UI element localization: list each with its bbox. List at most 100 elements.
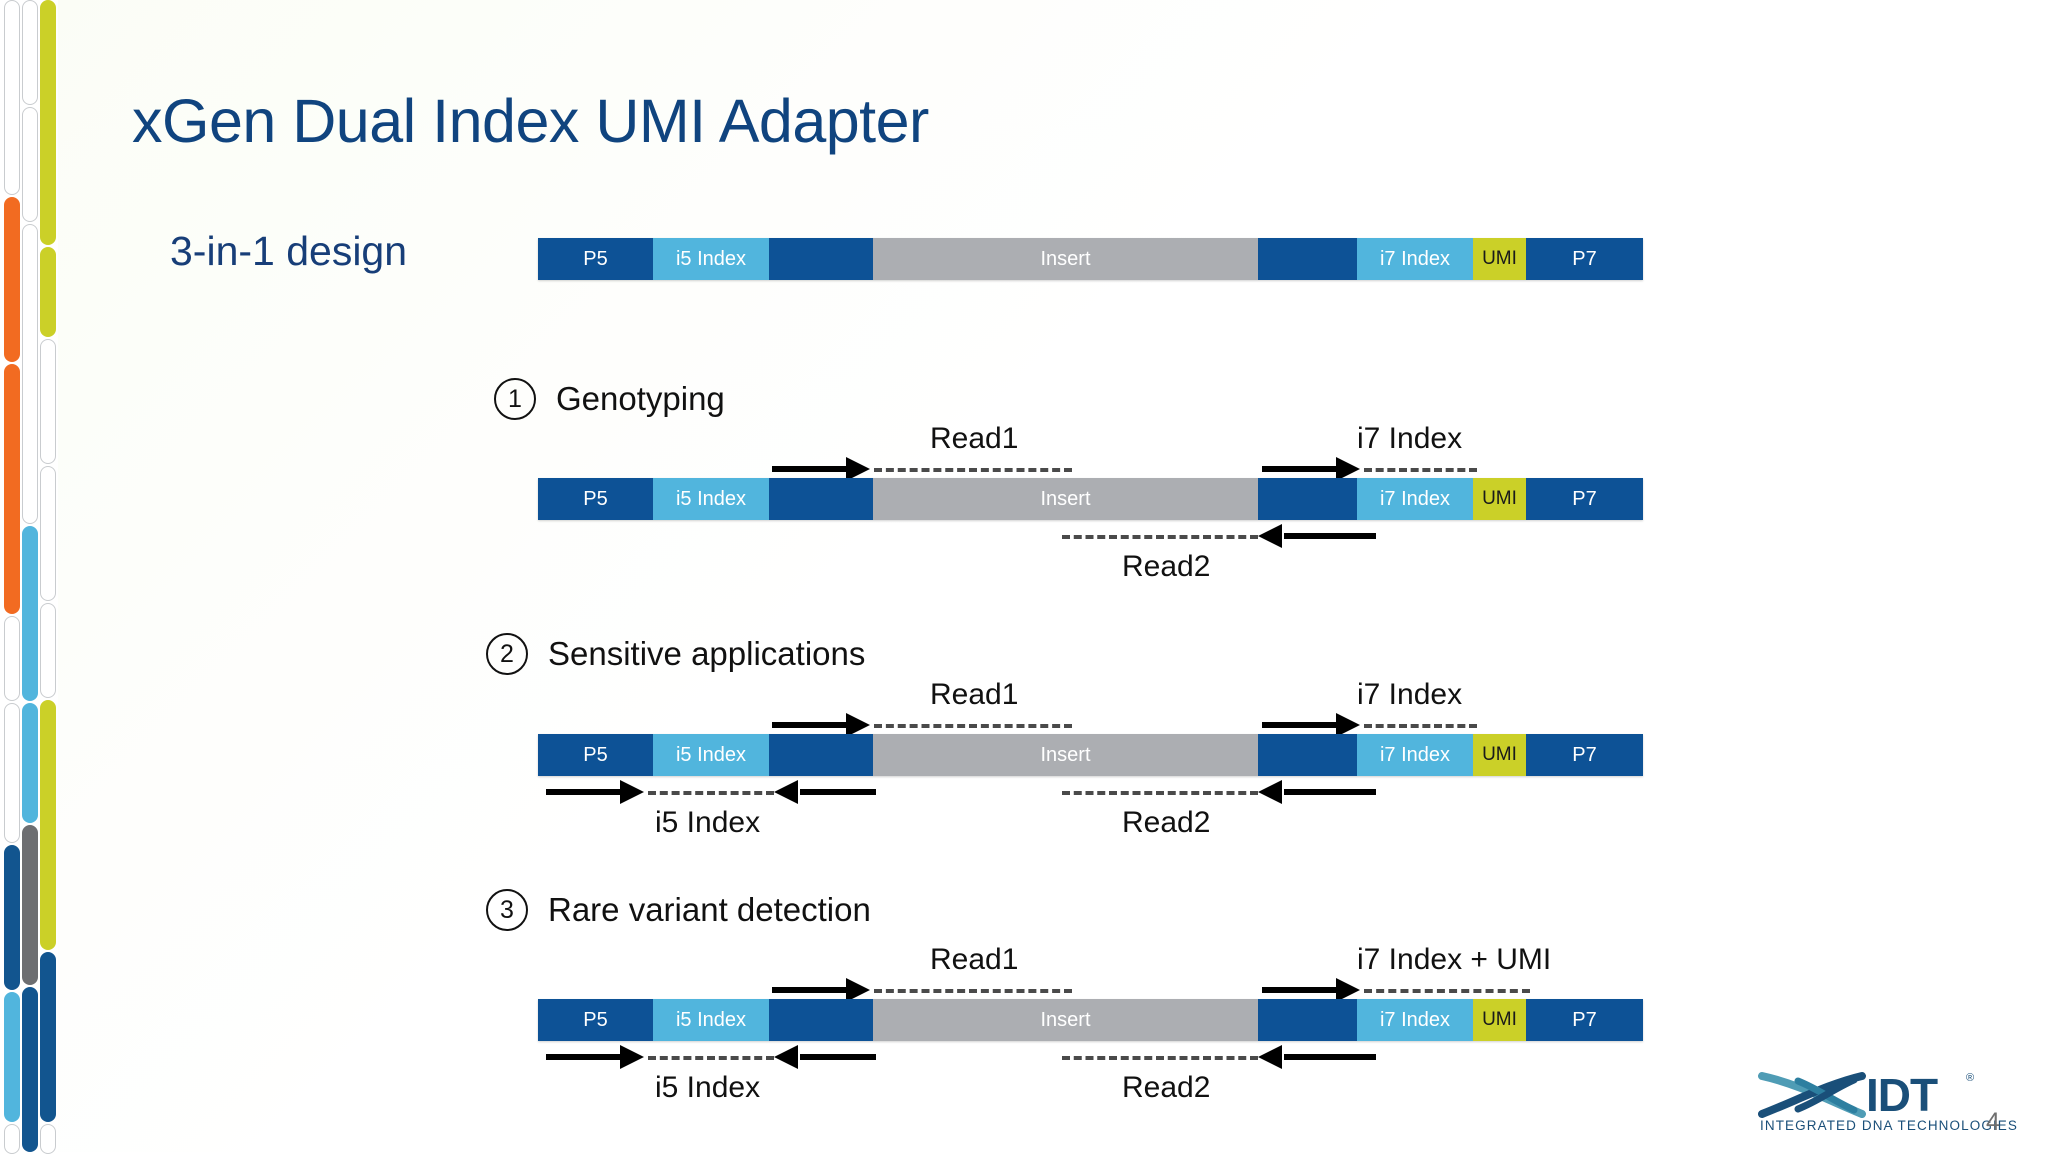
segment-i5-index: i5 Index bbox=[653, 734, 769, 776]
dna-capsule bbox=[22, 526, 38, 701]
segment-i5-index: i5 Index bbox=[653, 238, 769, 280]
step-3-read1-label: Read1 bbox=[930, 943, 1019, 976]
segment-spacer-left bbox=[769, 999, 873, 1041]
segment-p7: P7 bbox=[1526, 238, 1643, 280]
step-3-read1-arrow bbox=[772, 978, 1072, 1002]
segment-spacer-left bbox=[769, 734, 873, 776]
step-3-read2-label: Read2 bbox=[1122, 1071, 1211, 1104]
step-1-header: 1 Genotyping bbox=[494, 378, 725, 420]
segment-insert: Insert bbox=[873, 478, 1258, 520]
step-2-read2-arrow bbox=[1062, 780, 1376, 804]
adapter-bar-step-1: P5 i5 Index Insert i7 Index UMI P7 bbox=[538, 478, 1643, 520]
idt-logo-tagline: INTEGRATED DNA TECHNOLOGIES bbox=[1760, 1118, 2018, 1133]
segment-p7: P7 bbox=[1526, 734, 1643, 776]
adapter-bar-step-3: P5 i5 Index Insert i7 Index UMI P7 bbox=[538, 999, 1643, 1041]
step-3-number: 3 bbox=[486, 889, 528, 931]
segment-spacer-right bbox=[1258, 999, 1357, 1041]
dna-capsule bbox=[22, 0, 38, 105]
dna-capsule bbox=[4, 845, 20, 990]
step-2-i7-label: i7 Index bbox=[1357, 678, 1463, 711]
decorative-dna-strip bbox=[0, 0, 58, 1154]
step-3-i7-arrow bbox=[1262, 978, 1530, 1002]
idt-logo-wordmark: IDT bbox=[1866, 1069, 1938, 1121]
dna-capsule bbox=[4, 197, 20, 362]
step-2-number: 2 bbox=[486, 633, 528, 675]
step-1-read1-arrow bbox=[772, 457, 1072, 481]
dna-helix-icon bbox=[1758, 1072, 1866, 1118]
segment-insert: Insert bbox=[873, 999, 1258, 1041]
segment-umi: UMI bbox=[1473, 238, 1526, 280]
step-1-label: Genotyping bbox=[556, 380, 725, 417]
idt-logo: IDT ® INTEGRATED DNA TECHNOLOGIES bbox=[1758, 1069, 2017, 1133]
dna-capsule bbox=[40, 247, 56, 337]
adapter-bar-step-2: P5 i5 Index Insert i7 Index UMI P7 bbox=[538, 734, 1643, 776]
step-1-i7-arrow bbox=[1262, 457, 1477, 481]
segment-p7: P7 bbox=[1526, 478, 1643, 520]
segment-umi: UMI bbox=[1473, 478, 1526, 520]
segment-i7-index: i7 Index bbox=[1357, 478, 1473, 520]
segment-i7-index: i7 Index bbox=[1357, 238, 1473, 280]
dna-column-2 bbox=[22, 0, 38, 1152]
step-2-header: 2 Sensitive applications bbox=[486, 633, 865, 675]
dna-capsule bbox=[4, 616, 20, 701]
step-2-label: Sensitive applications bbox=[548, 635, 866, 672]
step-3-read2-arrow bbox=[1062, 1045, 1376, 1069]
step-3-i7-label: i7 Index + UMI bbox=[1357, 943, 1552, 976]
step-2-read1-arrow bbox=[772, 713, 1072, 737]
segment-i5-index: i5 Index bbox=[653, 999, 769, 1041]
segment-spacer-left bbox=[769, 238, 873, 280]
dna-capsule bbox=[22, 825, 38, 985]
step-1-read2-arrow bbox=[1062, 524, 1376, 548]
segment-i7-index: i7 Index bbox=[1357, 734, 1473, 776]
segment-p5: P5 bbox=[538, 238, 653, 280]
dna-column-3 bbox=[40, 0, 56, 1154]
step-1-number: 1 bbox=[494, 378, 536, 420]
segment-i5-index: i5 Index bbox=[653, 478, 769, 520]
step-3-label: Rare variant detection bbox=[548, 891, 871, 928]
dna-capsule bbox=[4, 364, 20, 614]
step-1-i7-label: i7 Index bbox=[1357, 422, 1463, 455]
segment-umi: UMI bbox=[1473, 734, 1526, 776]
step-2-read1-label: Read1 bbox=[930, 678, 1019, 711]
segment-spacer-right bbox=[1258, 478, 1357, 520]
dna-capsule bbox=[40, 1124, 56, 1154]
step-3-i5-arrow bbox=[546, 1045, 876, 1069]
registered-mark-icon: ® bbox=[1966, 1072, 1975, 1084]
step-2-i7-arrow bbox=[1262, 713, 1477, 737]
step-2-i5-label: i5 Index bbox=[655, 806, 761, 839]
segment-insert: Insert bbox=[873, 734, 1258, 776]
step-3-i5-label: i5 Index bbox=[655, 1071, 761, 1104]
dna-capsule bbox=[4, 1124, 20, 1154]
dna-capsule bbox=[40, 466, 56, 601]
segment-p5: P5 bbox=[538, 999, 653, 1041]
segment-insert: Insert bbox=[873, 238, 1258, 280]
step-1-read2-label: Read2 bbox=[1122, 550, 1211, 583]
segment-spacer-left bbox=[769, 478, 873, 520]
dna-capsule bbox=[4, 703, 20, 843]
page-number: 4 bbox=[1986, 1108, 2000, 1136]
segment-p5: P5 bbox=[538, 478, 653, 520]
segment-spacer-right bbox=[1258, 238, 1357, 280]
dna-capsule bbox=[22, 703, 38, 823]
dna-column-1 bbox=[4, 0, 20, 1154]
segment-i7-index: i7 Index bbox=[1357, 999, 1473, 1041]
segment-umi: UMI bbox=[1473, 999, 1526, 1041]
page-title: xGen Dual Index UMI Adapter bbox=[132, 87, 929, 155]
step-2-read2-label: Read2 bbox=[1122, 806, 1211, 839]
dna-capsule bbox=[22, 107, 38, 222]
dna-capsule bbox=[4, 0, 20, 195]
dna-capsule bbox=[4, 992, 20, 1122]
adapter-bar-overview: P5 i5 Index Insert i7 Index UMI P7 bbox=[538, 238, 1643, 280]
dna-capsule bbox=[22, 224, 38, 524]
step-3-header: 3 Rare variant detection bbox=[486, 889, 871, 931]
page-subtitle: 3-in-1 design bbox=[170, 228, 408, 274]
step-2-i5-arrow bbox=[546, 780, 876, 804]
segment-p7: P7 bbox=[1526, 999, 1643, 1041]
dna-capsule bbox=[22, 987, 38, 1152]
dna-capsule bbox=[40, 0, 56, 245]
segment-spacer-right bbox=[1258, 734, 1357, 776]
dna-capsule bbox=[40, 952, 56, 1122]
segment-p5: P5 bbox=[538, 734, 653, 776]
dna-capsule bbox=[40, 339, 56, 464]
